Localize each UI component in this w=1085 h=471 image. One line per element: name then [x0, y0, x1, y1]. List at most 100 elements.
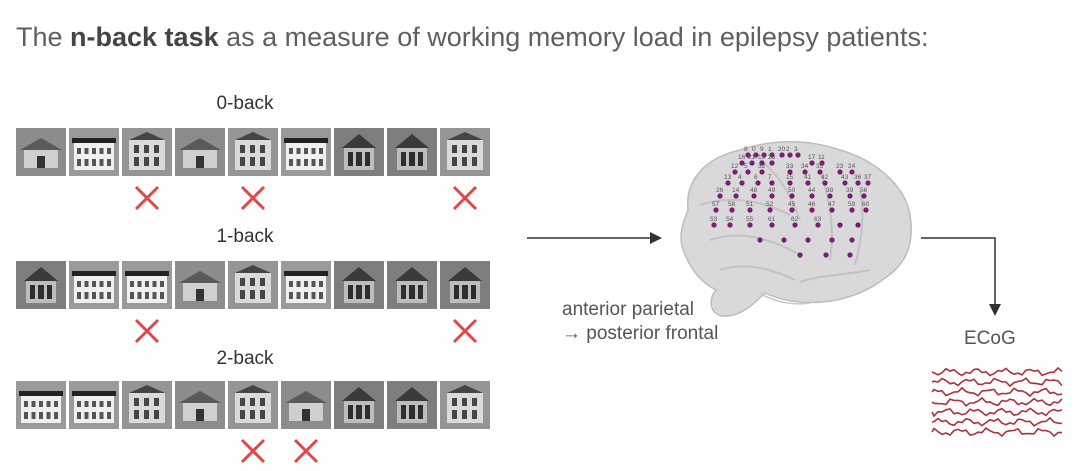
electrode-dot — [795, 152, 801, 158]
electrode-label: 41 — [804, 174, 812, 181]
electrode-label: 1 — [768, 146, 772, 153]
electrode-dot — [849, 237, 855, 243]
electrode-label: 56 — [860, 187, 868, 194]
electrode-dot — [842, 180, 848, 186]
electrode-dot — [729, 207, 735, 213]
electrode-dot — [769, 160, 775, 166]
electrode-dot — [787, 152, 793, 158]
electrode-label: 59 — [848, 201, 856, 208]
electrode-dot — [769, 193, 775, 199]
electrode-dot — [849, 169, 855, 175]
electrode-label: 26 — [716, 187, 724, 194]
stimulus-image — [228, 128, 278, 176]
stimulus-image — [334, 261, 384, 309]
stimulus-image — [440, 128, 490, 176]
stimulus-image — [387, 128, 437, 176]
electrode-dot — [855, 222, 861, 228]
stimulus-image — [281, 128, 331, 176]
electrode-dot — [787, 169, 793, 175]
electrode-label: 54 — [726, 216, 734, 223]
cross-icon — [132, 183, 162, 213]
electrode-label: 14 — [732, 187, 740, 194]
electrode-label: 55 — [746, 216, 754, 223]
electrode-dot — [733, 193, 739, 199]
electrode-dot — [711, 222, 717, 228]
electrode-label: 32 — [758, 163, 766, 170]
title-prefix: The — [16, 22, 71, 52]
stimulus-image — [228, 381, 278, 429]
image-row-2-back — [16, 381, 490, 429]
stimulus-image — [69, 381, 119, 429]
stimulus-image — [175, 381, 225, 429]
condition-label-0-back: 0-back — [216, 93, 274, 114]
electrode-label: 12 — [731, 163, 739, 170]
brain-image — [680, 141, 912, 317]
electrode-label: 16 — [738, 154, 746, 161]
electrode-label: 47 — [828, 201, 836, 208]
electrode-label: 49 — [768, 187, 776, 194]
stimulus-image — [440, 261, 490, 309]
electrode-dot — [761, 152, 767, 158]
electrode-label: 63 — [814, 216, 822, 223]
electrode-dot — [855, 180, 861, 186]
electrode-label: 37 — [864, 174, 872, 181]
electrode-label: 33 — [786, 163, 794, 170]
electrode-label: 39 — [846, 187, 854, 194]
image-row-0-back — [16, 128, 490, 176]
electrode-dot — [805, 180, 811, 186]
electrode-dot — [751, 193, 757, 199]
stimulus-image — [228, 261, 278, 309]
electrode-label: 50 — [788, 187, 796, 194]
electrode-dot — [747, 222, 753, 228]
electrode-label: 13 — [724, 174, 732, 181]
electrode-dot — [863, 207, 869, 213]
stimulus-image — [387, 261, 437, 309]
stimulus-image — [69, 261, 119, 309]
electrode-dot — [837, 222, 843, 228]
electrode-label: 3 — [794, 146, 798, 153]
electrode-label: 7 — [768, 174, 772, 181]
electrode-dot — [809, 193, 815, 199]
stimulus-image — [122, 261, 172, 309]
electrode-label: 58 — [728, 201, 736, 208]
electrode-dot — [823, 252, 829, 258]
electrode-label: 35 — [816, 163, 824, 170]
electrode-dot — [797, 252, 803, 258]
electrode-dot — [781, 237, 787, 243]
electrode-dot — [847, 193, 853, 199]
cross-icon — [132, 316, 162, 346]
electrode-dot — [759, 169, 765, 175]
electrode-dot — [815, 222, 821, 228]
electrode-dot — [769, 222, 775, 228]
electrode-label: 51 — [746, 201, 754, 208]
electrode-dot — [759, 160, 765, 166]
electrode-label: 8 — [744, 146, 748, 153]
electrode-dot — [805, 237, 811, 243]
electrode-dot — [713, 207, 719, 213]
electrode-dot — [745, 152, 751, 158]
electrode-dot — [847, 252, 853, 258]
electrode-dot — [789, 207, 795, 213]
stimulus-image — [69, 128, 119, 176]
electrode-dot — [745, 169, 751, 175]
stimulus-image — [16, 128, 66, 176]
electrode-label: 34 — [801, 163, 809, 170]
electrode-dot — [827, 193, 833, 199]
electrode-dot — [739, 180, 745, 186]
electrode-dot — [792, 222, 798, 228]
electrode-label: 15 — [786, 174, 794, 181]
electrode-label: 24 — [848, 163, 856, 170]
electrode-dot — [829, 237, 835, 243]
electrode-dot — [769, 180, 775, 186]
stimulus-image — [334, 128, 384, 176]
cross-icon — [238, 436, 268, 466]
electrode-dot — [849, 207, 855, 213]
ecog-label: ECoG — [964, 328, 1016, 349]
ecog-trace — [931, 386, 1063, 398]
electrode-dot — [757, 237, 763, 243]
stimulus-image — [122, 381, 172, 429]
arrow-to-brain — [527, 232, 662, 244]
cross-icon — [450, 183, 480, 213]
stimulus-image — [16, 261, 66, 309]
electrode-label: 46 — [808, 201, 816, 208]
